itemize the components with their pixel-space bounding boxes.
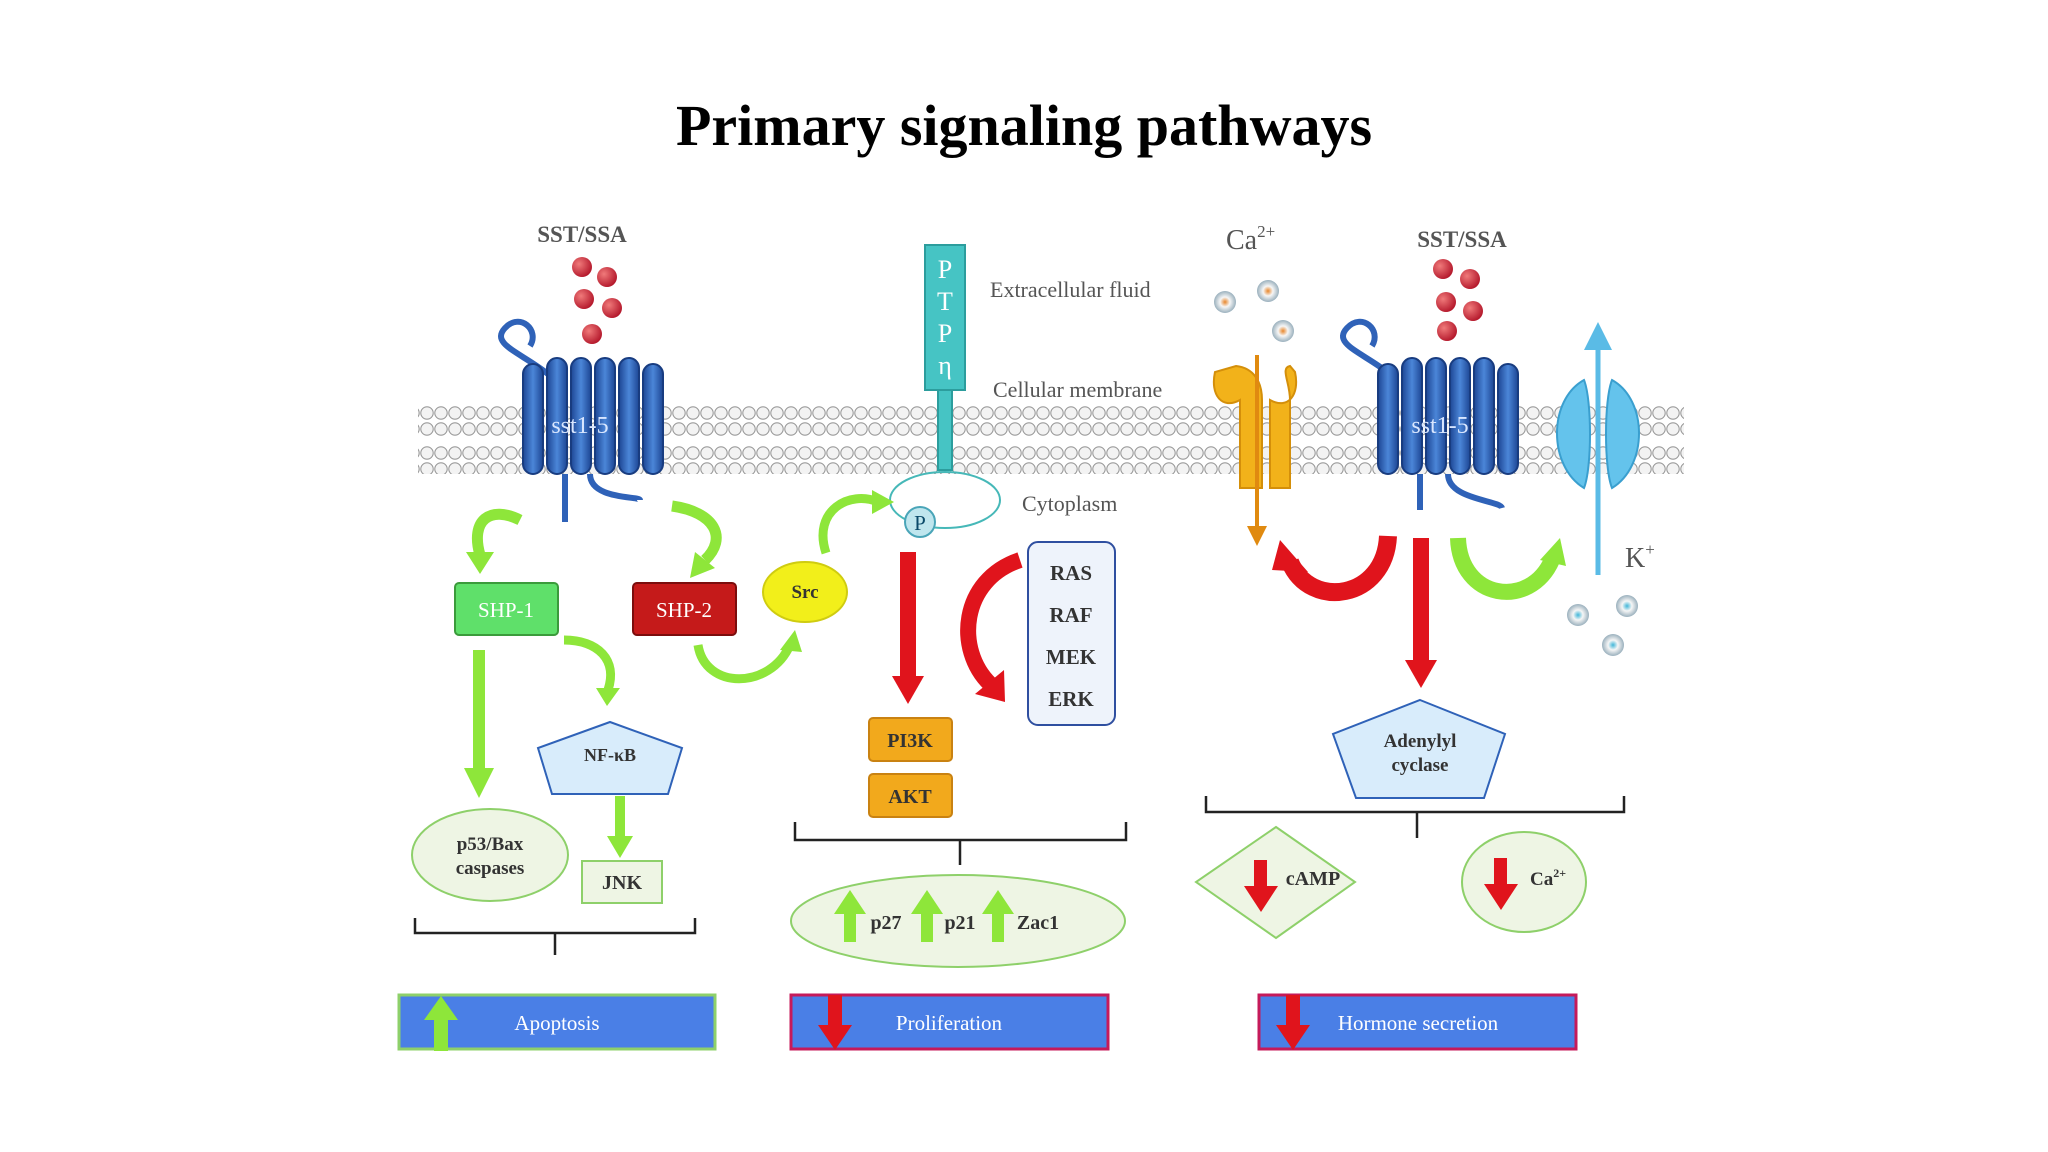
nfkb-label: NF-κB [584, 745, 636, 765]
curved-arrow-ca-block [1281, 535, 1397, 602]
p53-ellipse [411, 808, 569, 902]
page-title: Primary signaling pathways [675, 93, 1373, 158]
calcium-ions [1214, 280, 1294, 342]
outcome-apoptosis-label: Apoptosis [514, 1011, 599, 1035]
jnk-label: JNK [602, 872, 642, 894]
camp-diamond [1194, 825, 1357, 940]
pi3k-label: PI3K [887, 730, 933, 752]
arrow-shp2-src [693, 642, 795, 684]
shp2-box [632, 582, 737, 636]
down-arrow-camp [1244, 860, 1278, 912]
bracket-left [413, 918, 697, 955]
mapk-erk: ERK [1048, 687, 1094, 711]
down-arrow-proliferation [818, 995, 852, 1050]
pi3k-box [868, 717, 953, 762]
ptp-letter-1: P [938, 255, 952, 284]
extracellular-label: Extracellular fluid [990, 277, 1151, 302]
outcome-proliferation-label: Proliferation [896, 1011, 1003, 1035]
down-arrow-ca [1484, 858, 1518, 910]
ligand-label-left: SST/SSA [537, 222, 627, 247]
down-arrow-hormone [1276, 995, 1310, 1050]
ca-out-ellipse [1461, 831, 1587, 933]
cytoplasm-label: Cytoplasm [1022, 491, 1117, 516]
p27-label: p27 [870, 912, 901, 934]
curved-arrow-to-shp1 [471, 508, 523, 557]
calcium-channel [1212, 355, 1298, 546]
potassium-ion-label: K+ [1625, 540, 1655, 574]
bracket-right [1204, 796, 1626, 838]
camp-label: cAMP [1286, 868, 1340, 890]
shp2-label: SHP-2 [656, 598, 712, 622]
nfkb-pentagon [536, 720, 684, 795]
ligand-molecules-left [572, 257, 622, 344]
up-arrow-p21 [911, 890, 943, 942]
sst-receptor-right [1340, 318, 1519, 511]
p21-label: p21 [944, 912, 975, 934]
adenylyl-label-line2: cyclase [1392, 755, 1449, 776]
p53-label-line1: p53/Bax [457, 834, 524, 855]
outcome-proliferation-box [789, 993, 1110, 1051]
up-arrow-apoptosis [424, 996, 458, 1051]
zac1-label: Zac1 [1017, 912, 1059, 934]
membrane-label: Cellular membrane [993, 377, 1162, 402]
adenylyl-pentagon [1331, 698, 1507, 799]
mapk-raf: RAF [1049, 603, 1092, 627]
receptor-label-left: sst1-5 [551, 413, 608, 439]
arrow-src-ptp [818, 494, 880, 555]
sst-receptor-left [498, 318, 664, 522]
mapk-box [1027, 541, 1116, 726]
up-arrow-p27 [834, 890, 866, 942]
curved-arrow-k-open [1450, 537, 1560, 600]
akt-label: AKT [888, 786, 932, 808]
arrow-shp1-nfkb [563, 635, 616, 692]
ptp-letter-3: P [938, 319, 952, 348]
ligand-label-right: SST/SSA [1417, 227, 1507, 252]
ptp-letter-4: η [938, 351, 952, 380]
curved-arrow-mapk [960, 552, 1023, 690]
mapk-mek: MEK [1046, 645, 1097, 669]
outcome-apoptosis-box [397, 993, 717, 1051]
cell-cycle-ellipse [790, 874, 1126, 968]
shp1-box [454, 582, 559, 636]
potassium-channel [1556, 322, 1640, 575]
mapk-ras: RAS [1050, 561, 1092, 585]
calcium-ion-label: Ca2+ [1226, 222, 1275, 256]
curved-arrow-to-shp2 [671, 500, 722, 564]
ligand-molecules-right [1433, 259, 1483, 341]
src-ellipse [762, 561, 848, 623]
src-label: Src [791, 582, 818, 603]
potassium-ions [1567, 595, 1638, 656]
jnk-box [581, 860, 663, 904]
adenylyl-label-line1: Adenylyl [1384, 731, 1457, 752]
ptp-eta-protein [924, 244, 966, 471]
outcome-hormone-box [1257, 993, 1578, 1051]
p53-label-line2: caspases [456, 858, 525, 879]
phospho-circle [904, 506, 936, 538]
phospho-label: P [914, 511, 926, 535]
up-arrow-zac1 [982, 890, 1014, 942]
ptp-letter-2: T [937, 287, 953, 316]
bracket-middle [793, 822, 1128, 865]
ca-out-label: Ca2+ [1530, 866, 1566, 890]
outcome-hormone-label: Hormone secretion [1338, 1011, 1499, 1035]
akt-box [868, 773, 953, 818]
receptor-label-right: sst1-5 [1411, 413, 1468, 439]
shp1-label: SHP-1 [478, 598, 534, 622]
